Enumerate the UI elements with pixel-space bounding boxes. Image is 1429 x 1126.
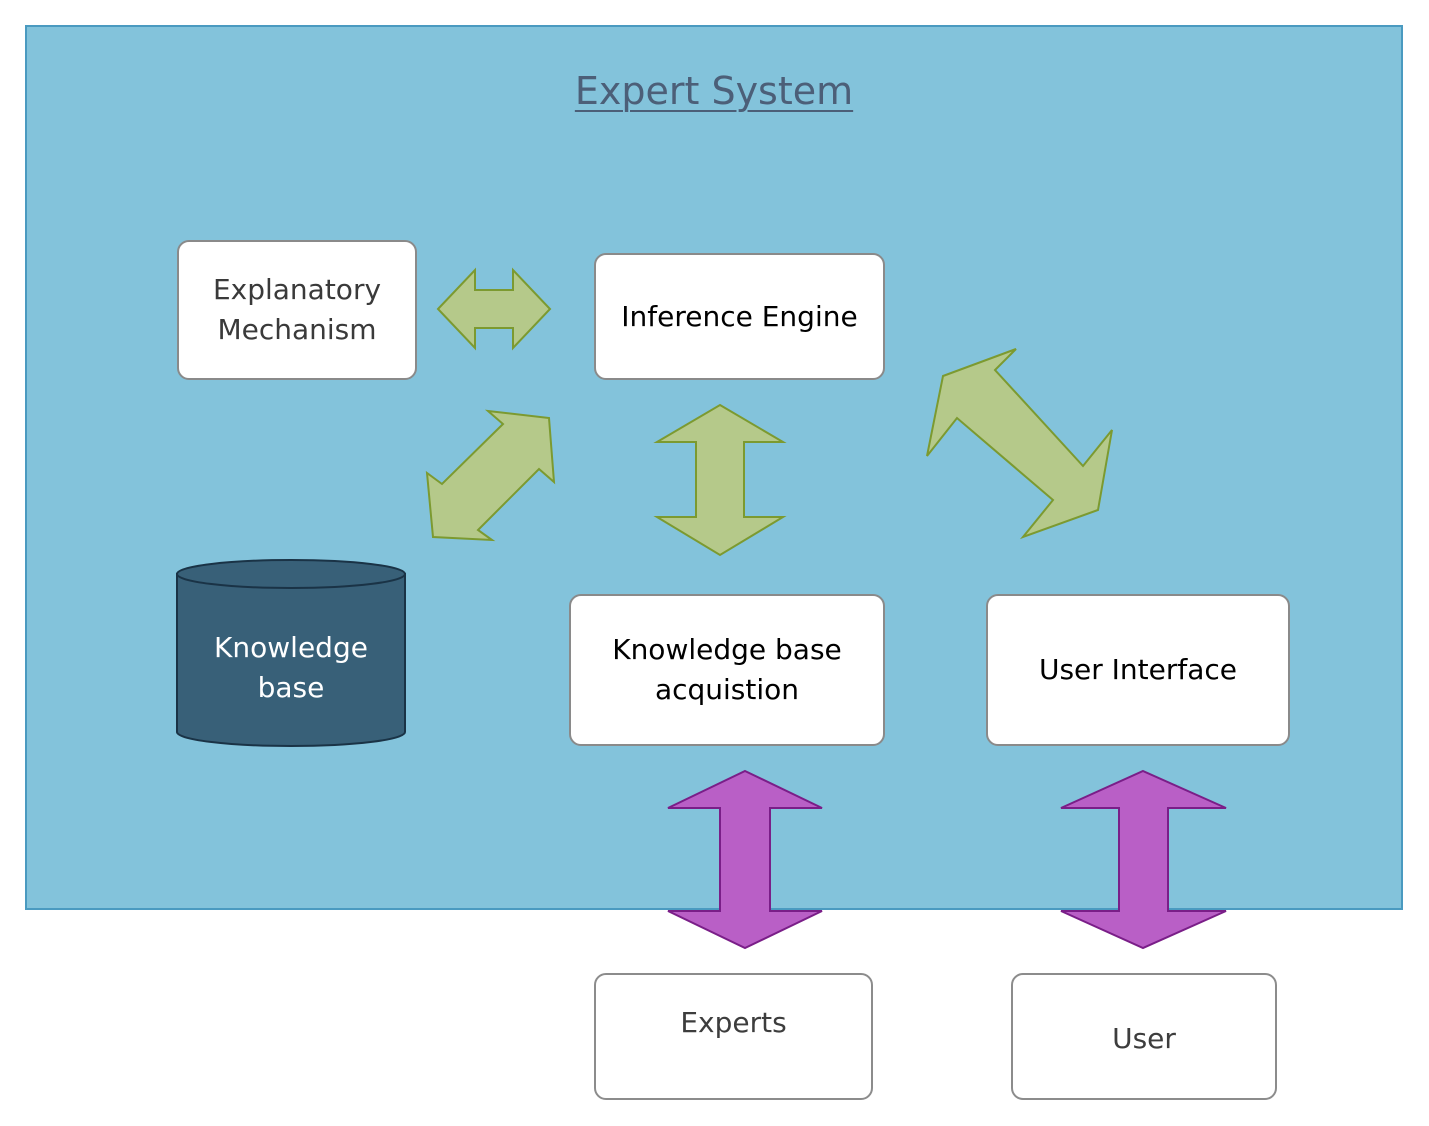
explanatory-mechanism-label: Explanatory Mechanism — [212, 273, 382, 346]
inference-engine-box: Inference Engine — [594, 253, 885, 380]
arrow-inference-userinterface — [926, 348, 1113, 540]
knowledge-base-cylinder — [176, 559, 406, 747]
arrow-acquisition-experts — [667, 769, 823, 950]
user-label: User — [1112, 1022, 1176, 1055]
user-interface-box: User Interface — [986, 594, 1290, 746]
arrow-inference-knowledgebase — [425, 409, 556, 542]
experts-label: Experts — [680, 1006, 787, 1039]
explanatory-mechanism-box: Explanatory Mechanism — [177, 240, 417, 380]
knowledge-base-label: Knowledge base — [214, 631, 368, 704]
arrow-inference-acquisition — [653, 403, 787, 557]
knowledge-base-acquisition-box: Knowledge base acquistion — [569, 594, 885, 746]
experts-box: Experts — [594, 973, 873, 1100]
user-box: User — [1011, 973, 1277, 1100]
knowledge-base-acquisition-label: Knowledge base acquistion — [612, 633, 842, 706]
user-interface-label: User Interface — [1038, 653, 1238, 686]
arrow-userinterface-user — [1060, 769, 1227, 950]
arrow-explanatory-inference — [436, 267, 552, 351]
inference-engine-label: Inference Engine — [621, 299, 858, 333]
container-title: Expert System — [574, 69, 854, 113]
